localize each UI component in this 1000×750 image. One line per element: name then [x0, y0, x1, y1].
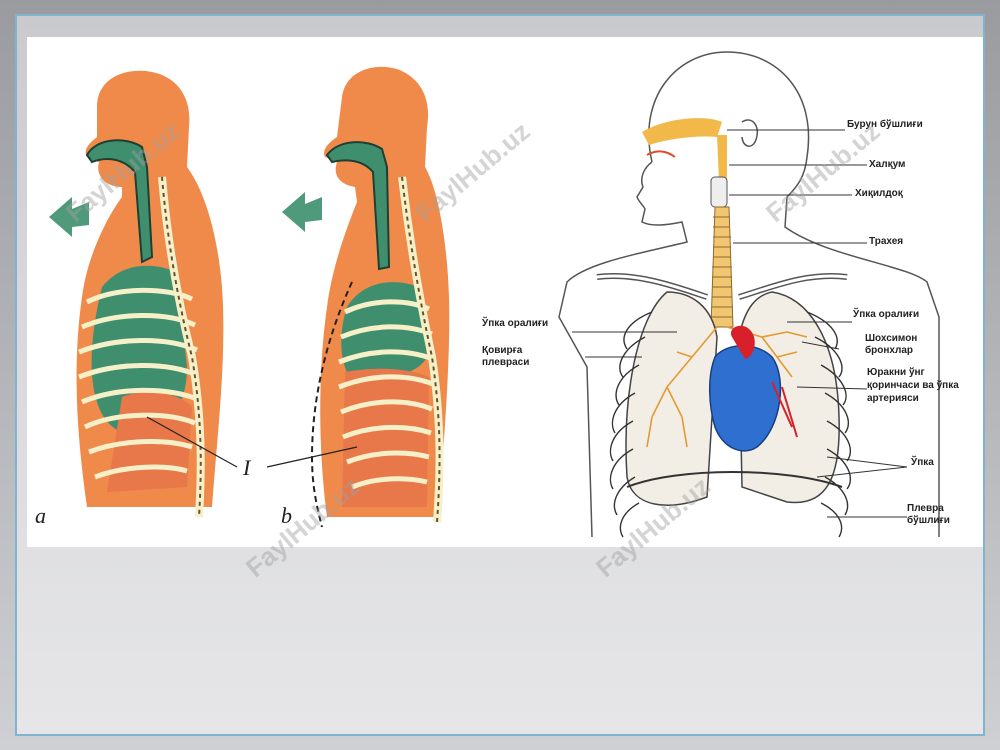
aortic-arch [730, 325, 755, 359]
spine-a [158, 176, 205, 518]
diaphragm [626, 471, 843, 488]
label-lung: Ўпка [911, 457, 934, 468]
airflow-arrow-a [49, 197, 89, 237]
leader-lines [572, 129, 908, 518]
airway-a [85, 139, 154, 264]
label-ventricle-line3: артерияси [867, 393, 919, 404]
label-i: I [243, 455, 251, 480]
label-larynx: Хиқилдоқ [855, 188, 903, 199]
label-lung-mediastinum-right: Ўпка оралиғи [853, 309, 920, 320]
label-i-pointers [146, 416, 358, 468]
anatomy-figure [558, 51, 940, 538]
collarbone-right [738, 273, 848, 300]
pharynx [717, 135, 727, 182]
label-bronchi-line2: бронхлар [865, 345, 914, 356]
trachea-rings [712, 216, 733, 318]
label-costal-pleura-line1: Қовирға [482, 345, 523, 356]
label-costal-pleura-line2: плевраси [482, 357, 530, 368]
expanded-chest-outline [310, 281, 353, 528]
label-lung-mediastinum-left: Ўпка оралиғи [482, 318, 549, 329]
label-ventricle-line1: Юракни ўнг [867, 367, 925, 378]
airflow-arrow-b [282, 192, 322, 232]
collarbone-right-fill [738, 274, 848, 299]
head-torso-outline [558, 51, 940, 538]
ribs-left-side [609, 311, 653, 538]
larynx [710, 176, 728, 208]
spine-b-detail [401, 176, 441, 523]
ribs-b [338, 299, 434, 490]
heart-ventricle [708, 345, 782, 452]
label-ventricle-line2: қоринчаси ва ўпка [867, 380, 959, 391]
label-pharynx: Халқум [869, 159, 906, 170]
label-pleural-cavity-line2: бўшлиғи [907, 515, 950, 526]
ear [741, 119, 759, 147]
label-nasal-cavity: Бурун бўшлиғи [847, 119, 923, 130]
ribs-right-side [806, 311, 852, 538]
figure-a [49, 70, 224, 518]
label-trachea: Трахея [869, 236, 904, 247]
nasal-cavity [642, 118, 722, 145]
respiratory-figure: a b I Бурун бўшлиғи Халқум Хиқилдоқ Трах… [27, 37, 983, 547]
pulmonary-vessels-red [771, 381, 798, 438]
airway-b [325, 141, 391, 271]
lung-left [625, 291, 718, 506]
label-pleural-cavity-line1: Плевра [907, 503, 944, 514]
label-bronchi-line1: Шохсимон [865, 333, 918, 344]
bronchial-tree [646, 326, 808, 448]
figure-canvas [49, 51, 940, 538]
mouth-tongue [646, 150, 676, 158]
figure-b [282, 66, 450, 528]
collarbone-left-fill [596, 274, 708, 299]
figure-letter-b: b [281, 503, 292, 528]
figure-letter-a: a [35, 503, 46, 528]
